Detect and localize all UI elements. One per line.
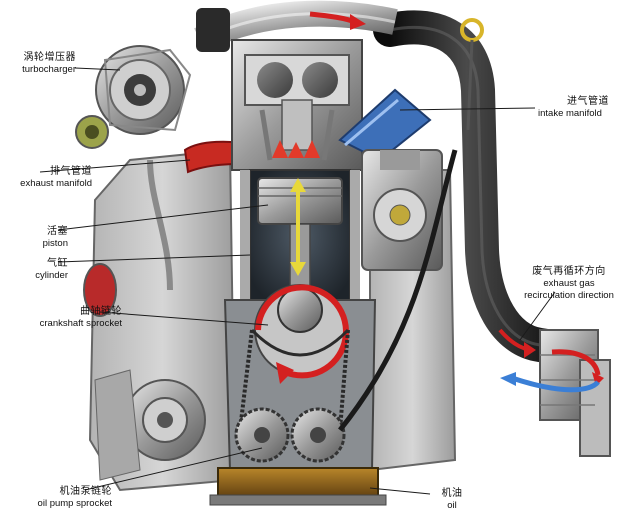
label-egr-zh: 废气再循环方向 [532, 266, 606, 277]
label-exhaust-manifold: 排气管道 exhaust manifold [2, 166, 92, 190]
cylinder-head [231, 39, 363, 171]
label-egr-en-1: exhaust gas [543, 278, 595, 289]
piston-stroke-arrow [290, 178, 306, 276]
label-oil-en: oil [447, 500, 457, 511]
label-intake-manifold: 进气管道 intake manifold [538, 96, 638, 120]
label-egr-en-2: recirculation direction [524, 290, 614, 301]
label-exhaust-manifold-zh: 排气管道 [50, 166, 92, 177]
leader-piston [57, 204, 269, 231]
label-oil-pump-sprocket-en: oil pump sprocket [37, 498, 112, 509]
egr-flow-arrows [500, 349, 604, 393]
label-cylinder: 气缸 cylinder [2, 258, 68, 282]
label-piston-en: piston [42, 238, 68, 249]
leader-cylinder [57, 254, 251, 263]
label-turbocharger-en: turbocharger [22, 64, 76, 75]
label-piston: 活塞 piston [2, 226, 68, 250]
label-turbocharger: 涡轮增压器 turbocharger [2, 52, 76, 76]
flow-arrows [309, 11, 536, 358]
label-intake-manifold-zh: 进气管道 [567, 96, 609, 107]
oil-pump-gears [234, 407, 346, 463]
label-turbocharger-zh: 涡轮增压器 [23, 52, 76, 63]
oil-sump [209, 467, 387, 506]
leader-lines [39, 67, 556, 495]
label-oil: 机油 oil [432, 488, 472, 512]
label-oil-pump-sprocket-zh: 机油泵链轮 [59, 486, 112, 497]
leader-egr [519, 291, 556, 341]
turbo-outlet-hose [194, 0, 398, 52]
leader-intake [399, 107, 536, 111]
label-oil-pump-sprocket: 机油泵链轮 oil pump sprocket [2, 486, 112, 510]
label-crankshaft-sprocket-en: crankshaft sprocket [39, 318, 122, 329]
breather-tube [338, 149, 458, 432]
label-exhaust-manifold-en: exhaust manifold [20, 178, 92, 189]
front-cover [94, 369, 206, 481]
leader-oil [369, 487, 431, 495]
oil-dipstick [460, 18, 484, 131]
timing-chain [238, 328, 350, 431]
label-oil-zh: 机油 [441, 488, 463, 499]
turbocharger-unit [75, 45, 192, 149]
label-piston-zh: 活塞 [47, 226, 68, 237]
label-cylinder-en: cylinder [35, 270, 68, 281]
label-crankshaft-sprocket: 曲轴链轮 crankshaft sprocket [2, 306, 122, 330]
leader-oil-pump [84, 447, 263, 491]
label-crankshaft-sprocket-zh: 曲轴链轮 [80, 306, 122, 317]
leader-exhaust-manifold [39, 159, 191, 173]
leader-crankshaft [99, 311, 269, 326]
exhaust-manifold [83, 140, 262, 317]
egr-cooler [539, 329, 611, 457]
leader-turbocharger [74, 67, 121, 71]
label-cylinder-zh: 气缸 [47, 258, 68, 269]
label-egr: 废气再循环方向 exhaust gas recirculation direct… [500, 266, 638, 302]
intake-hose [373, 10, 577, 365]
label-intake-manifold-en: intake manifold [538, 108, 602, 119]
